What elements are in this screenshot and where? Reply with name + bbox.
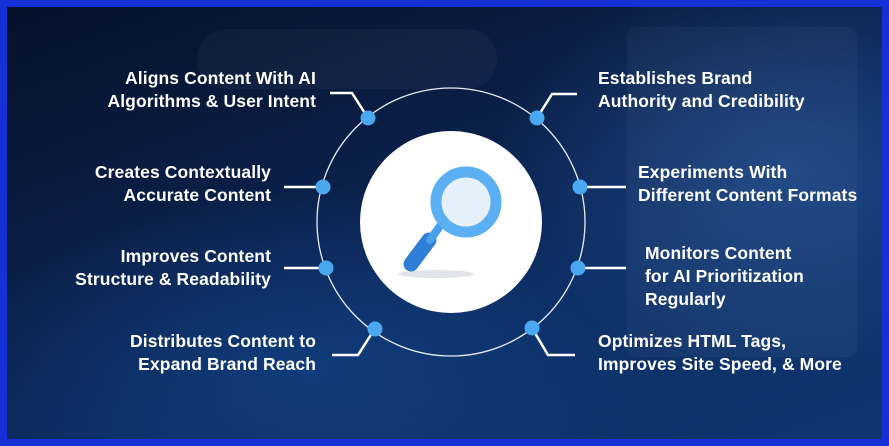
label-line: Algorithms & User Intent [107,91,316,111]
label-improves-structure: Improves Content Structure & Readability [75,245,271,291]
label-line: Accurate Content [123,185,271,205]
connector-aligns-content [330,91,370,119]
label-line: Improves Site Speed, & More [598,354,842,374]
diagram-graphic [284,87,626,357]
connector-establishes-authority [535,92,577,119]
orbit-ring [316,87,586,357]
label-line: Expand Brand Reach [138,354,316,374]
label-line: Structure & Readability [75,269,271,289]
label-line: Optimizes HTML Tags, [598,331,787,351]
label-line: Improves Content [120,246,271,266]
node-experiments-formats [572,179,588,195]
node-optimizes-html [524,320,540,336]
magnifying-glass-icon [398,166,502,278]
label-creates-content: Creates Contextually Accurate Content [95,161,271,207]
label-monitors-content: Monitors Content for AI Prioritization R… [645,242,804,311]
label-line: Creates Contextually [94,162,271,182]
label-aligns-content: Aligns Content With AI Algorithms & User… [107,67,316,113]
label-line: Monitors Content [645,243,792,263]
node-aligns-content [360,110,376,126]
label-line: Different Content Formats [638,185,858,205]
label-optimizes-html: Optimizes HTML Tags, Improves Site Speed… [598,330,842,376]
connector-distributes-content [332,329,376,357]
label-line: Aligns Content With AI [125,68,316,88]
label-line: Authority and Credibility [598,91,805,111]
node-distributes-content [367,321,383,337]
node-creates-content [315,179,331,195]
connector-optimizes-html [530,327,575,357]
label-line: Experiments With [638,162,788,182]
node-monitors-content [570,260,586,276]
label-line: for AI Prioritization [645,266,804,286]
label-line: Distributes Content to [130,331,316,351]
label-line: Regularly [645,289,726,309]
label-experiments-formats: Experiments With Different Content Forma… [638,161,857,207]
node-establishes-authority [529,110,545,126]
infographic-frame: Aligns Content With AI Algorithms & User… [7,7,882,439]
label-distributes-content: Distributes Content to Expand Brand Reac… [130,330,316,376]
label-establishes-authority: Establishes Brand Authority and Credibil… [598,67,805,113]
node-improves-structure [318,260,334,276]
label-line: Establishes Brand [598,68,753,88]
